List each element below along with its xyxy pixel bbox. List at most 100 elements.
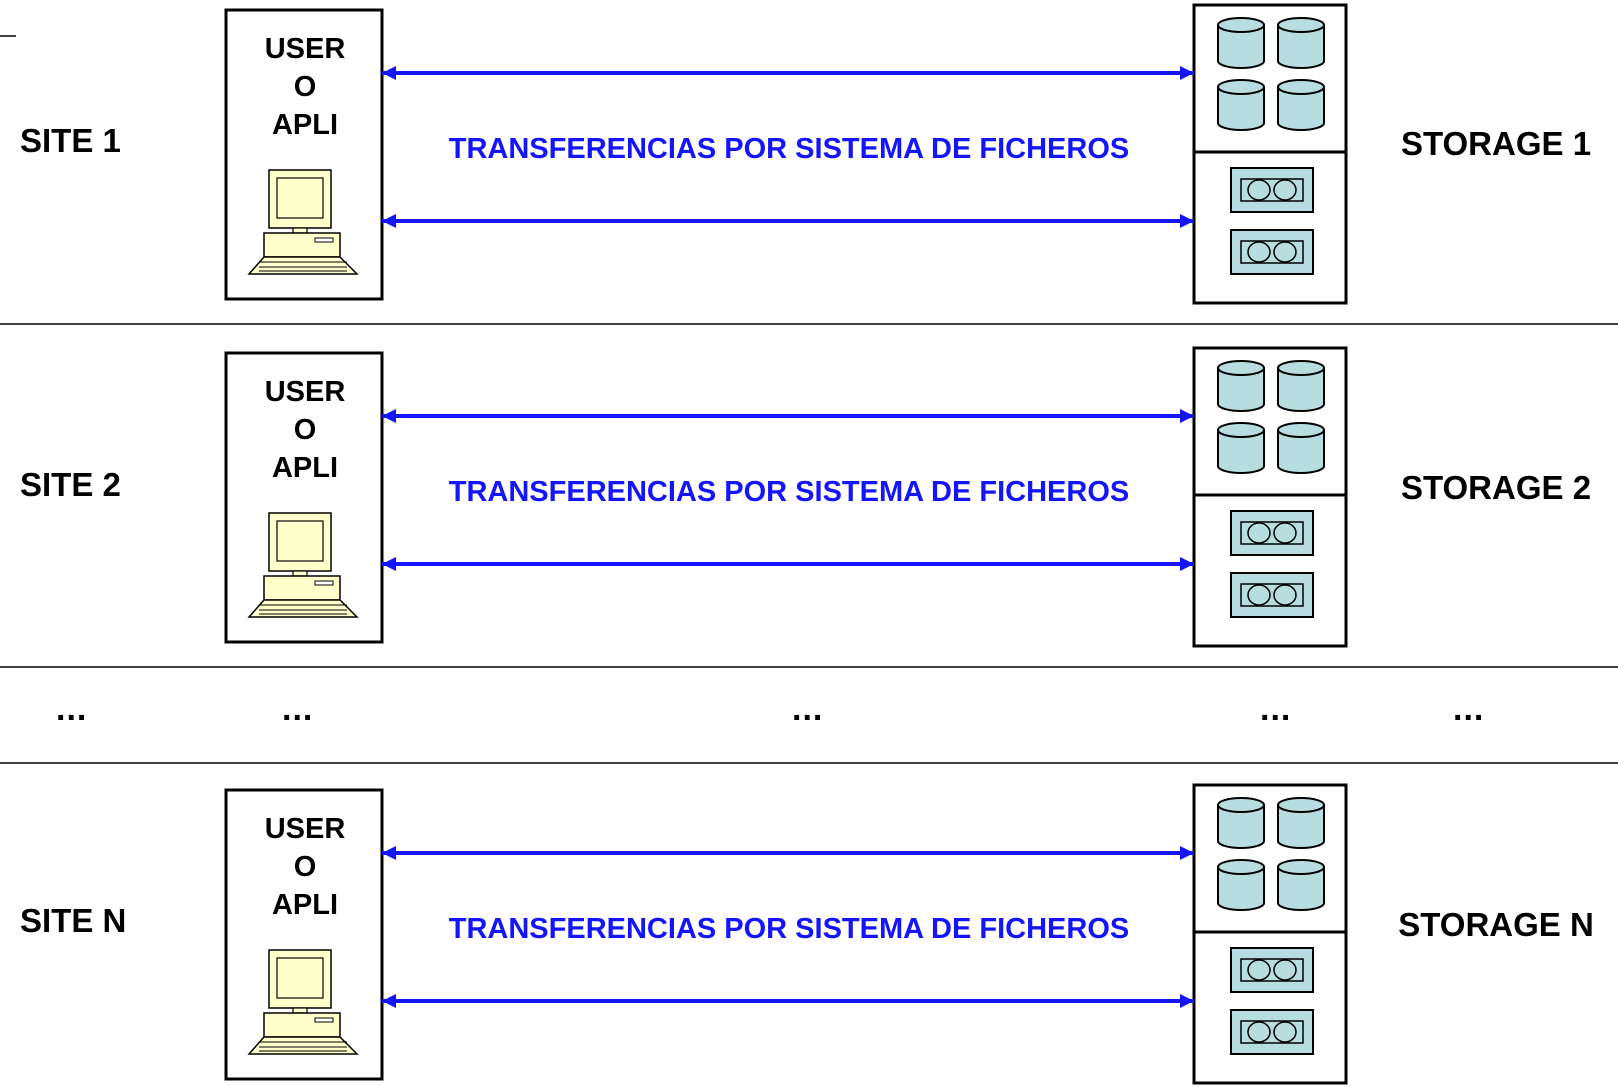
disk-body <box>1277 25 1325 69</box>
monitor-screen <box>276 957 324 999</box>
app-line: APLI <box>271 452 339 484</box>
disk-cylinder-icon <box>1217 360 1265 412</box>
cpu-unit <box>263 575 341 601</box>
tape-cassette-icon <box>1230 572 1314 618</box>
tape-window <box>1240 240 1304 264</box>
disk-slot <box>314 580 334 586</box>
tape-cassette-icon <box>1230 510 1314 556</box>
tape-cassette-icon <box>1230 1009 1314 1055</box>
disk-top <box>1217 797 1265 813</box>
keyboard <box>247 1036 359 1055</box>
disk-body <box>1217 805 1265 849</box>
monitor-screen <box>276 520 324 562</box>
computer-icon <box>247 512 359 618</box>
disk-body <box>1277 87 1325 131</box>
disk-top <box>1277 17 1325 33</box>
disk-top <box>1277 859 1325 875</box>
user-line: USER <box>264 813 346 845</box>
user-app-label-n: USER O APLI <box>227 810 383 924</box>
tape-reel-right <box>1273 1021 1297 1043</box>
disk-top <box>1277 797 1325 813</box>
ellipsis-user: ... <box>282 690 314 728</box>
disk-top <box>1217 79 1265 95</box>
or-line: O <box>293 71 317 103</box>
cpu-unit <box>263 232 341 258</box>
disk-top <box>1277 79 1325 95</box>
tape-window <box>1240 583 1304 607</box>
tape-reel-left <box>1247 522 1271 544</box>
disk-cylinder-icon <box>1217 17 1265 69</box>
disk-top <box>1217 859 1265 875</box>
tape-cassette-icon <box>1230 947 1314 993</box>
disk-cylinder-icon <box>1217 79 1265 131</box>
or-line: O <box>293 414 317 446</box>
tape-window <box>1240 521 1304 545</box>
ellipsis-site: ... <box>56 690 88 728</box>
disk-cylinder-icon <box>1217 797 1265 849</box>
disk-cylinder-icon <box>1277 859 1325 911</box>
disk-cylinder-icon <box>1217 422 1265 474</box>
tape-reel-left <box>1247 241 1271 263</box>
cpu-unit <box>263 1012 341 1038</box>
disk-slot <box>314 237 334 243</box>
tape-window <box>1240 958 1304 982</box>
storage-label-1: STORAGE 1 <box>1400 125 1592 162</box>
disk-body <box>1277 430 1325 474</box>
tape-cassette-icon <box>1230 229 1314 275</box>
ellipsis-storage-label: ... <box>1453 690 1485 728</box>
tape-reel-right <box>1273 959 1297 981</box>
tape-reel-left <box>1247 1021 1271 1043</box>
tape-reel-right <box>1273 522 1297 544</box>
disk-cylinder-icon <box>1277 360 1325 412</box>
user-app-label-1: USER O APLI <box>227 30 383 144</box>
tape-reel-right <box>1273 179 1297 201</box>
tape-reel-right <box>1273 584 1297 606</box>
disk-body <box>1277 368 1325 412</box>
disk-cylinder-icon <box>1277 17 1325 69</box>
tape-window <box>1240 1020 1304 1044</box>
keyboard <box>247 256 359 275</box>
transfer-label-1: TRANSFERENCIAS POR SISTEMA DE FICHEROS <box>448 133 1130 165</box>
user-app-label-2: USER O APLI <box>227 373 383 487</box>
ellipsis-storage-box: ... <box>1260 690 1292 728</box>
tape-cassette-icon <box>1230 167 1314 213</box>
user-line: USER <box>264 33 346 65</box>
app-line: APLI <box>271 889 339 921</box>
disk-body <box>1217 87 1265 131</box>
transfer-label-n: TRANSFERENCIAS POR SISTEMA DE FICHEROS <box>448 913 1130 945</box>
storage-label-2: STORAGE 2 <box>1400 469 1592 506</box>
tape-reel-left <box>1247 179 1271 201</box>
disk-top <box>1217 17 1265 33</box>
disk-body <box>1217 25 1265 69</box>
disk-top <box>1277 422 1325 438</box>
storage-label-n: STORAGE N <box>1398 906 1594 943</box>
disk-body <box>1217 430 1265 474</box>
site-label-n: SITE N <box>20 902 127 939</box>
disk-cylinder-icon <box>1277 797 1325 849</box>
disk-body <box>1217 867 1265 911</box>
keyboard <box>247 599 359 618</box>
site-label-1: SITE 1 <box>20 122 121 159</box>
tape-reel-left <box>1247 959 1271 981</box>
transfer-label-2: TRANSFERENCIAS POR SISTEMA DE FICHEROS <box>448 476 1130 508</box>
disk-top <box>1277 360 1325 376</box>
tape-reel-left <box>1247 584 1271 606</box>
disk-top <box>1217 360 1265 376</box>
site-label-2: SITE 2 <box>20 466 121 503</box>
disk-cylinder-icon <box>1277 79 1325 131</box>
monitor-screen <box>276 177 324 219</box>
user-line: USER <box>264 376 346 408</box>
computer-icon <box>247 169 359 275</box>
disk-slot <box>314 1017 334 1023</box>
disk-cylinder-icon <box>1277 422 1325 474</box>
disk-top <box>1217 422 1265 438</box>
ellipsis-transfer: ... <box>792 690 824 728</box>
or-line: O <box>293 851 317 883</box>
disk-body <box>1277 805 1325 849</box>
disk-body <box>1277 867 1325 911</box>
disk-cylinder-icon <box>1217 859 1265 911</box>
tape-window <box>1240 178 1304 202</box>
computer-icon <box>247 949 359 1055</box>
disk-body <box>1217 368 1265 412</box>
